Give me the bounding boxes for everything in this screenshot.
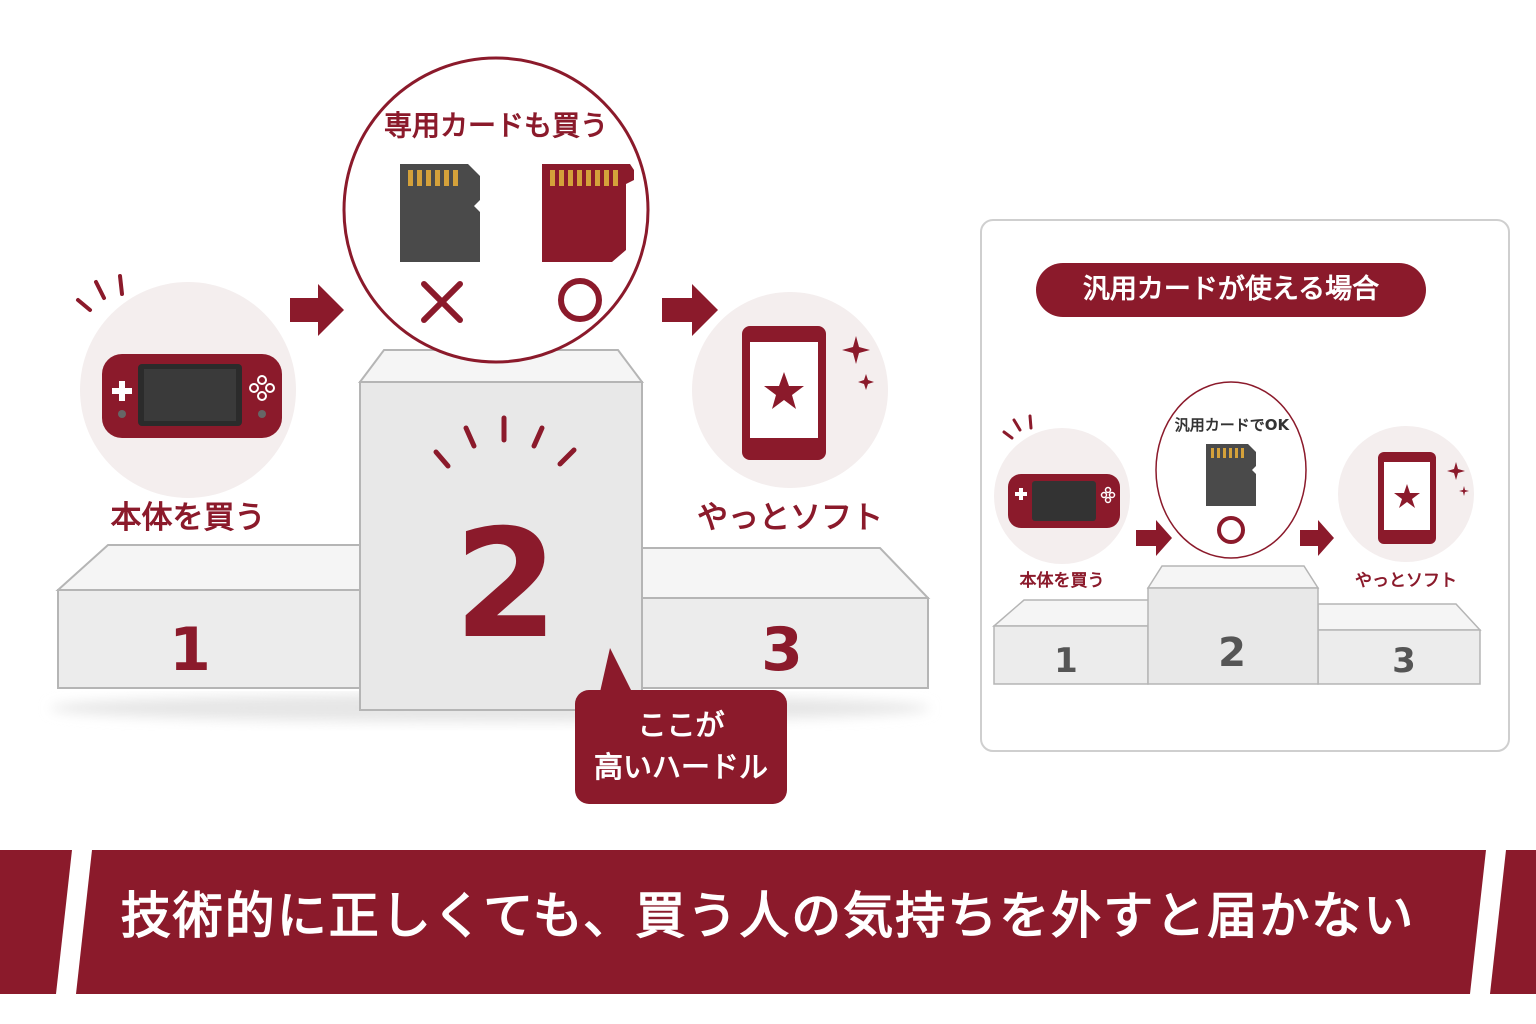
sparkle-icon xyxy=(858,374,874,390)
sub-podium-second-number: 2 xyxy=(1218,630,1246,676)
arrow-right-icon xyxy=(1300,520,1334,556)
sub-podium-first-number: 1 xyxy=(1054,641,1078,681)
callout-line1: ここが xyxy=(637,708,725,742)
emphasis-lines-icon xyxy=(1002,414,1033,440)
callout-text: ここが 高いハードル xyxy=(575,704,787,788)
sub-step1-label: 本体を買う xyxy=(1019,571,1105,591)
sparkle-icon xyxy=(1447,462,1465,480)
emphasis-lines-icon xyxy=(433,415,577,469)
star-icon xyxy=(1394,484,1420,508)
podium-second-number: 2 xyxy=(454,498,558,672)
arrow-right-icon xyxy=(1136,520,1172,556)
bottom-banner xyxy=(0,850,1536,994)
callout-line2: 高いハードル xyxy=(593,750,768,784)
podium-second: 2 xyxy=(358,349,644,711)
podium-first-number: 1 xyxy=(169,615,211,685)
sd-card-icon xyxy=(400,164,480,262)
sparkle-icon xyxy=(842,336,870,364)
circle-icon xyxy=(558,278,602,322)
circle-icon xyxy=(1217,516,1245,544)
smartphone-icon xyxy=(1378,452,1436,544)
step3-label: やっとソフト xyxy=(697,500,883,536)
sub-podium-third-number: 3 xyxy=(1392,641,1416,681)
sub-podium-third: 3 xyxy=(1317,603,1482,685)
proprietary-card-icon xyxy=(542,164,634,262)
game-console-icon xyxy=(1008,474,1120,528)
sd-card-icon xyxy=(1206,444,1256,506)
emphasis-lines-icon xyxy=(76,274,124,312)
smartphone-icon xyxy=(742,326,826,460)
sparkle-icon xyxy=(1459,486,1469,496)
podium-third-number: 3 xyxy=(761,615,803,685)
step2-title: 専用カードも買う xyxy=(383,109,608,142)
sub-podium-first: 1 xyxy=(991,599,1151,685)
sub-step3-label: やっとソフト xyxy=(1355,571,1457,591)
sub-step2-label: 汎用カードでOK xyxy=(1174,416,1290,434)
arrow-right-icon xyxy=(662,284,718,336)
subpanel-title: 汎用カードが使える場合 xyxy=(1036,263,1426,317)
arrow-right-icon xyxy=(290,284,344,336)
podium-third: 3 xyxy=(639,547,931,689)
cross-icon xyxy=(421,281,463,323)
sub-podium-second: 2 xyxy=(1146,565,1320,685)
star-icon xyxy=(764,372,804,409)
callout-bubble xyxy=(575,648,787,804)
step1-label: 本体を買う xyxy=(110,500,266,536)
game-console-icon xyxy=(102,354,282,438)
podium-first: 1 xyxy=(55,544,374,689)
banner-message: 技術的に正しくても、買う人の気持ちを外すと届かない xyxy=(120,887,1416,945)
